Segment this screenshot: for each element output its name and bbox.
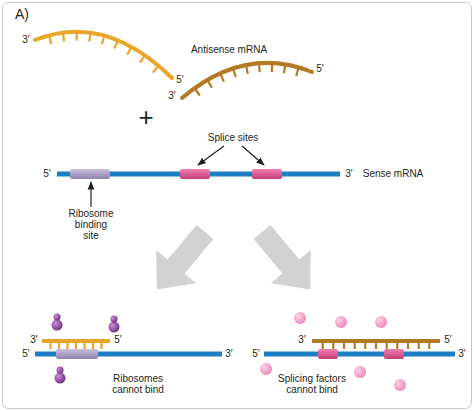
base-tooth	[284, 64, 286, 73]
strand-end-label: 3′	[225, 348, 232, 359]
splice-site	[384, 349, 404, 359]
base-tooth	[322, 341, 324, 349]
base-tooth	[89, 33, 90, 42]
strand-end-label: 5′	[316, 63, 323, 74]
antisense-strand	[182, 63, 312, 98]
base-tooth	[83, 341, 85, 349]
base-tooth	[127, 47, 131, 55]
base-tooth	[246, 65, 248, 74]
pointer-arrow	[242, 146, 264, 165]
ribosome-binding-site	[56, 349, 98, 359]
strand-end-label: 5′	[252, 348, 259, 359]
strand-end-label: 5′	[176, 74, 183, 85]
base-tooth	[258, 63, 261, 72]
pointer-arrow	[198, 146, 224, 165]
base-tooth	[153, 66, 159, 73]
plus-sign: +	[138, 103, 153, 132]
base-tooth	[76, 32, 78, 41]
process-arrow	[137, 215, 225, 306]
strand-end-label: 3′	[298, 334, 305, 345]
splice-site	[318, 349, 338, 359]
base-teeth	[49, 32, 429, 349]
base-tooth	[115, 40, 118, 48]
base-tooth	[364, 341, 366, 349]
base-tooth	[220, 73, 224, 81]
base-tooth	[271, 63, 274, 72]
base-tooth	[100, 341, 102, 349]
strand-end-label: 3′	[345, 168, 352, 179]
base-tooth	[354, 341, 356, 349]
base-tooth	[75, 341, 77, 349]
base-tooth	[92, 341, 94, 349]
base-tooth	[428, 341, 430, 349]
base-tooth	[195, 88, 200, 95]
base-tooth	[66, 341, 68, 349]
result-note: Ribosomes cannot bind	[107, 373, 169, 395]
base-tooth	[140, 55, 145, 62]
base-tooth	[49, 341, 51, 349]
base-tooth	[49, 35, 51, 44]
base-tooth	[343, 341, 345, 349]
pointer-arrow	[90, 182, 91, 207]
frame	[3, 3, 472, 409]
strand-end-label: 5′	[444, 334, 451, 345]
process-arrow	[242, 215, 330, 306]
base-tooth	[207, 80, 212, 88]
ribosome-icon	[52, 314, 120, 384]
result-note: Splicing factors cannot bind	[272, 373, 352, 395]
antisense-strand	[35, 32, 172, 78]
strand-end-label: 3′	[458, 348, 465, 359]
splice-site	[252, 169, 282, 179]
part-label: Splice sites	[208, 132, 259, 143]
panel-label: A)	[15, 7, 29, 23]
strand-end-label: 3′	[30, 334, 37, 345]
strand-end-label: 5′	[22, 348, 29, 359]
base-tooth	[407, 341, 409, 349]
base-tooth	[386, 341, 388, 349]
base-tooth	[375, 341, 377, 349]
base-tooth	[63, 33, 64, 42]
base-tooth	[396, 341, 398, 349]
base-tooth	[296, 67, 298, 76]
base-tooth	[102, 36, 105, 45]
sense-strand	[264, 352, 455, 357]
base-tooth	[233, 68, 236, 77]
strand-end-label: 3′	[22, 34, 29, 45]
base-tooth	[58, 341, 60, 349]
part-label: Ribosome binding site	[67, 208, 115, 242]
ribosome-binding-site	[70, 169, 110, 179]
base-tooth	[332, 341, 334, 349]
strand-end-label: 5′	[114, 334, 121, 345]
strand-end-label: 5′	[43, 168, 50, 179]
strand-end-label: 3′	[168, 90, 175, 101]
splice-site	[180, 169, 210, 179]
strand-label: Sense mRNA	[363, 168, 424, 179]
strand-label: Antisense mRNA	[191, 44, 267, 55]
base-tooth	[418, 341, 420, 349]
